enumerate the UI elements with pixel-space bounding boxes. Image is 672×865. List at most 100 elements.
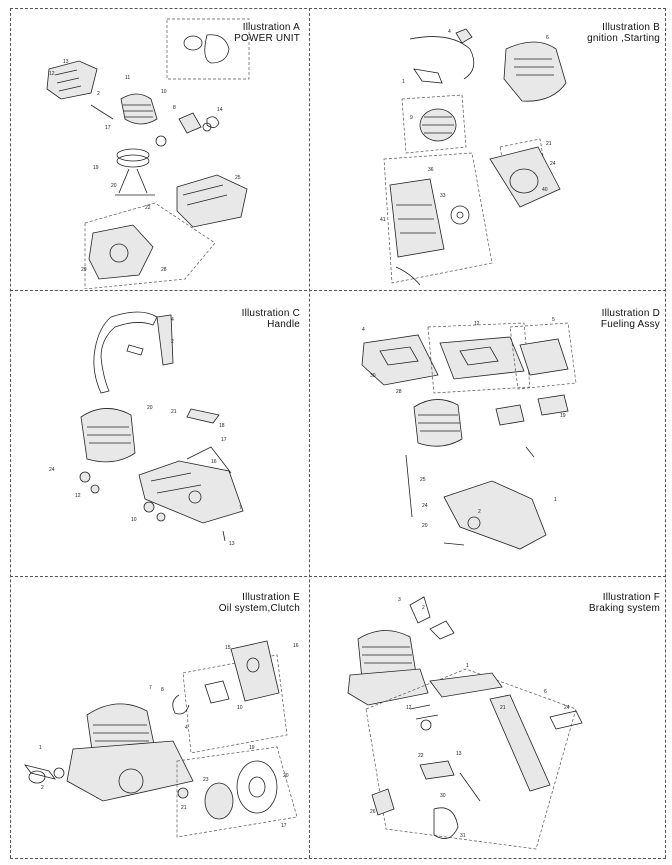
panel-c-caption: Illustration C Handle bbox=[242, 308, 300, 330]
panel-f-title: Illustration F bbox=[602, 592, 660, 603]
svg-text:28: 28 bbox=[161, 267, 167, 273]
panel-e-caption: Illustration E Oil system,Clutch bbox=[219, 592, 300, 614]
svg-text:21: 21 bbox=[181, 805, 187, 811]
svg-text:13: 13 bbox=[456, 751, 462, 757]
svg-text:41: 41 bbox=[380, 217, 386, 223]
svg-text:17: 17 bbox=[105, 125, 111, 131]
svg-text:17: 17 bbox=[221, 437, 227, 443]
svg-text:9: 9 bbox=[410, 115, 413, 121]
panel-c-exploded-view: 4 2 20 21 18 17 16 24 12 7 13 10 bbox=[49, 291, 308, 547]
svg-text:13: 13 bbox=[63, 59, 69, 65]
svg-text:25: 25 bbox=[235, 175, 241, 181]
svg-text:12: 12 bbox=[75, 493, 81, 499]
panel-b-subtitle: gnition ,Starting bbox=[587, 33, 660, 44]
svg-text:33: 33 bbox=[440, 193, 446, 199]
svg-text:24: 24 bbox=[550, 161, 556, 167]
panel-b-title: Illustration B bbox=[602, 22, 660, 33]
grid-line-left bbox=[10, 8, 11, 858]
svg-text:16: 16 bbox=[211, 459, 217, 465]
svg-text:12: 12 bbox=[406, 705, 412, 711]
svg-text:4: 4 bbox=[448, 29, 451, 35]
svg-text:23: 23 bbox=[203, 777, 209, 783]
svg-text:29: 29 bbox=[81, 267, 87, 273]
svg-text:12: 12 bbox=[474, 321, 480, 327]
svg-text:24: 24 bbox=[49, 467, 55, 473]
svg-text:2: 2 bbox=[478, 509, 481, 515]
grid-line-bottom bbox=[10, 858, 666, 859]
svg-text:7: 7 bbox=[149, 685, 152, 691]
panel-d-caption: Illustration D Fueling Assy bbox=[601, 308, 660, 330]
svg-text:1: 1 bbox=[554, 497, 557, 503]
svg-text:18: 18 bbox=[219, 423, 225, 429]
panel-c-title: Illustration C bbox=[241, 308, 300, 319]
svg-text:7: 7 bbox=[239, 505, 242, 511]
svg-text:17: 17 bbox=[281, 823, 287, 829]
svg-text:21: 21 bbox=[500, 705, 506, 711]
svg-text:10: 10 bbox=[237, 705, 243, 711]
panel-a-exploded-view: 12 13 2 11 10 8 14 17 19 20 22 25 29 28 bbox=[11, 9, 308, 289]
grid-line-row1 bbox=[10, 290, 666, 291]
panel-f-subtitle: Braking system bbox=[588, 603, 660, 614]
svg-text:26: 26 bbox=[370, 809, 376, 815]
grid-line-top bbox=[10, 8, 666, 9]
svg-text:8: 8 bbox=[173, 105, 176, 111]
svg-text:4: 4 bbox=[362, 327, 365, 333]
grid-line-middle bbox=[309, 8, 310, 858]
svg-text:30: 30 bbox=[370, 373, 376, 379]
svg-text:11: 11 bbox=[125, 75, 130, 81]
svg-text:2: 2 bbox=[41, 785, 44, 791]
svg-text:36: 36 bbox=[428, 167, 434, 173]
svg-text:6: 6 bbox=[546, 35, 549, 41]
svg-text:1: 1 bbox=[466, 663, 469, 669]
panel-c-subtitle: Handle bbox=[267, 319, 300, 330]
svg-text:20: 20 bbox=[111, 183, 117, 189]
svg-text:21: 21 bbox=[546, 141, 552, 147]
svg-text:31: 31 bbox=[460, 833, 466, 839]
svg-text:20: 20 bbox=[422, 523, 428, 529]
grid-line-row2 bbox=[10, 576, 666, 577]
svg-text:2: 2 bbox=[97, 91, 100, 97]
svg-text:40: 40 bbox=[542, 187, 548, 193]
svg-text:2: 2 bbox=[171, 339, 174, 345]
panel-e: Illustration E Oil system,Clutch 1 2 7 8 4… bbox=[11, 577, 308, 857]
svg-text:6: 6 bbox=[544, 689, 547, 695]
panel-d-title: Illustration D bbox=[601, 308, 660, 319]
svg-text:4: 4 bbox=[171, 317, 174, 323]
svg-text:13: 13 bbox=[229, 541, 235, 547]
panel-a-subtitle: POWER UNIT bbox=[234, 33, 300, 44]
panel-b-caption: Illustration B gnition ,Starting bbox=[587, 22, 660, 44]
svg-text:21: 21 bbox=[171, 409, 177, 415]
svg-text:1: 1 bbox=[39, 745, 42, 751]
svg-text:28: 28 bbox=[396, 389, 402, 395]
svg-text:20: 20 bbox=[147, 405, 153, 411]
svg-text:25: 25 bbox=[420, 477, 426, 483]
svg-text:19: 19 bbox=[249, 745, 255, 751]
panel-a: Illustration A POWER UNIT 12 13 bbox=[11, 9, 308, 289]
svg-text:22: 22 bbox=[145, 205, 151, 211]
svg-text:19: 19 bbox=[93, 165, 99, 171]
svg-text:20: 20 bbox=[283, 773, 289, 779]
svg-text:10: 10 bbox=[131, 517, 137, 523]
panel-a-title: Illustration A bbox=[242, 22, 300, 33]
svg-text:30: 30 bbox=[440, 793, 446, 799]
svg-text:12: 12 bbox=[49, 71, 55, 77]
svg-text:19: 19 bbox=[560, 413, 566, 419]
svg-text:16: 16 bbox=[293, 643, 299, 649]
panel-a-caption: Illustration A POWER UNIT bbox=[234, 22, 300, 44]
svg-text:15: 15 bbox=[225, 645, 231, 651]
svg-text:8: 8 bbox=[161, 687, 164, 693]
panel-c: Illustration C Handle 4 2 20 21 18 17 16 24 … bbox=[11, 291, 308, 575]
panel-e-title: Illustration E bbox=[242, 592, 300, 603]
svg-text:10: 10 bbox=[161, 89, 167, 95]
svg-text:2: 2 bbox=[422, 605, 425, 611]
svg-text:14: 14 bbox=[217, 107, 223, 113]
svg-text:22: 22 bbox=[418, 753, 424, 759]
panel-e-exploded-view: 1 2 7 8 4 15 16 10 19 20 21 23 17 bbox=[11, 577, 299, 857]
svg-text:4: 4 bbox=[185, 725, 188, 731]
